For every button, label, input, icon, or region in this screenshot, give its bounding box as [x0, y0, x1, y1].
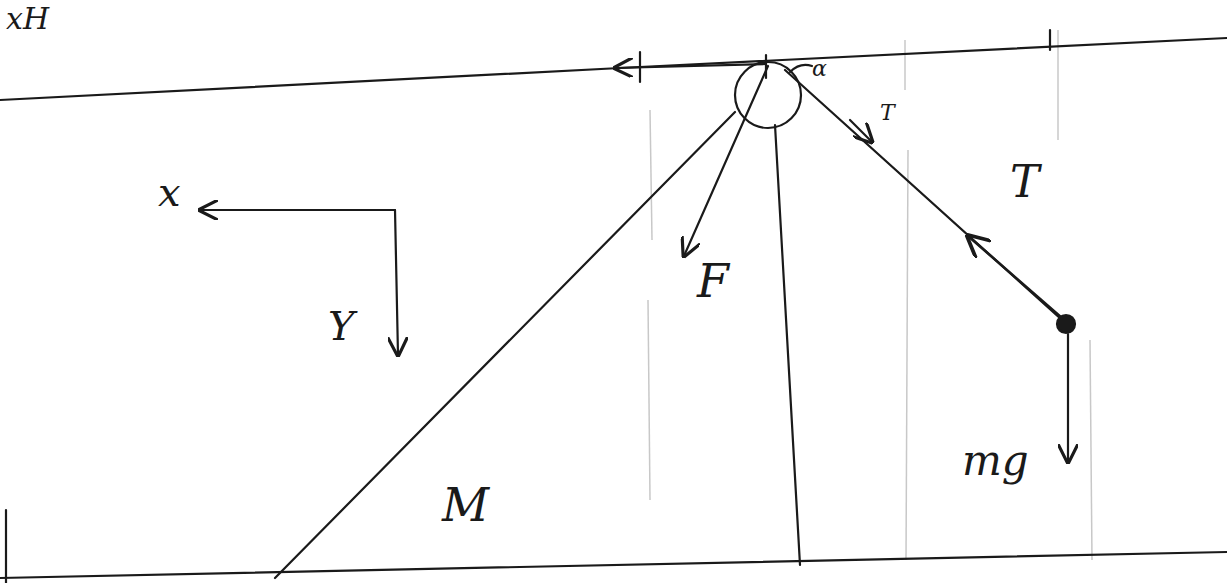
tension-arrow — [968, 236, 1062, 318]
weight-label: mg — [962, 440, 1029, 482]
mass-label: M — [442, 482, 489, 528]
tick — [639, 52, 641, 82]
axis-label: x — [158, 172, 181, 212]
force-arrow — [684, 66, 768, 256]
axis-label: Y — [328, 306, 354, 346]
angle-label: α — [812, 58, 827, 80]
tick — [765, 55, 767, 78]
corner-note: xH — [6, 4, 49, 34]
ghost-lines — [648, 30, 1092, 560]
angle-arc — [790, 65, 812, 72]
y-axis — [395, 210, 398, 355]
string-arrow — [850, 120, 872, 142]
table-top-line — [0, 38, 1227, 100]
gravity-arrow — [1067, 334, 1069, 462]
tension-label: T — [880, 102, 895, 124]
top-arrow — [615, 64, 766, 68]
tension-label: T — [1010, 160, 1039, 204]
wedge-line — [275, 112, 800, 578]
string — [785, 70, 1062, 320]
tick — [1049, 30, 1051, 50]
edge-line — [5, 510, 7, 583]
floor-line — [0, 552, 1227, 578]
force-label: F — [697, 258, 729, 304]
x-axis — [200, 209, 395, 211]
